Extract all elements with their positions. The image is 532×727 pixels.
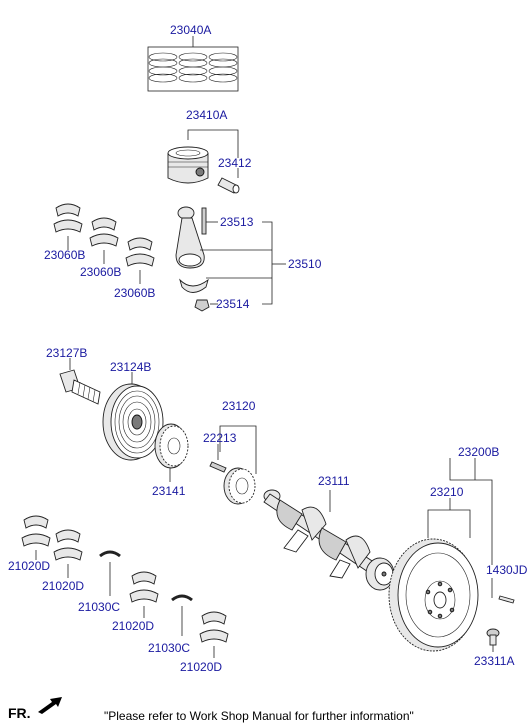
label-21020D-2: 21020D xyxy=(42,579,84,593)
thrust-washer-2 xyxy=(171,594,193,602)
thrust-washer-1 xyxy=(99,550,121,558)
piston-pin xyxy=(217,177,240,194)
main-bearing-1 xyxy=(21,515,51,547)
woodruff-key xyxy=(209,461,227,473)
main-bearing-4 xyxy=(199,611,229,643)
label-21030C-2: 21030C xyxy=(148,641,190,655)
conrod-bearing-3 xyxy=(125,237,155,267)
main-bearing-2 xyxy=(53,529,83,561)
label-23141: 23141 xyxy=(152,484,186,498)
label-23210: 23210 xyxy=(430,485,464,499)
crankshaft xyxy=(263,489,395,591)
label-21020D-3: 21020D xyxy=(112,619,154,633)
label-21020D-4: 21020D xyxy=(180,660,222,674)
timing-sprocket xyxy=(223,467,256,505)
label-23513: 23513 xyxy=(220,215,254,229)
label-23412: 23412 xyxy=(218,156,252,170)
label-23200B: 23200B xyxy=(458,445,499,459)
label-23040A: 23040A xyxy=(170,23,211,37)
crankshaft-sprocket xyxy=(154,423,189,469)
label-23514: 23514 xyxy=(216,297,250,311)
front-direction-arrow-icon xyxy=(38,697,62,714)
flywheel xyxy=(388,538,479,652)
dowel-pin xyxy=(498,595,515,604)
label-23060B-3: 23060B xyxy=(114,286,155,300)
label-23510: 23510 xyxy=(288,257,322,271)
main-bearing-3 xyxy=(129,571,159,603)
piston-ring-set xyxy=(147,46,239,92)
label-23060B-1: 23060B xyxy=(44,248,85,262)
label-23410A: 23410A xyxy=(186,108,227,122)
piston xyxy=(167,146,209,184)
label-23120: 23120 xyxy=(222,399,256,413)
label-21030C-1: 21030C xyxy=(78,600,120,614)
connecting-rod xyxy=(175,206,210,312)
footer-note: "Please refer to Work Shop Manual for fu… xyxy=(104,709,414,723)
label-23111: 23111 xyxy=(318,474,350,488)
damper-pulley xyxy=(102,383,164,461)
label-23311A: 23311A xyxy=(474,654,514,668)
pulley-bolt xyxy=(59,369,101,405)
label-23127B: 23127B xyxy=(46,346,87,360)
flywheel-bolt xyxy=(486,628,500,646)
label-22213: 22213 xyxy=(203,431,237,445)
front-indicator-label: FR. xyxy=(8,705,31,721)
label-1430JD: 1430JD xyxy=(486,563,528,577)
conrod-bearing-2 xyxy=(89,217,119,247)
label-21020D-1: 21020D xyxy=(8,559,50,573)
conrod-bearing-1 xyxy=(53,203,83,233)
label-23060B-2: 23060B xyxy=(80,265,121,279)
label-23124B: 23124B xyxy=(110,360,151,374)
